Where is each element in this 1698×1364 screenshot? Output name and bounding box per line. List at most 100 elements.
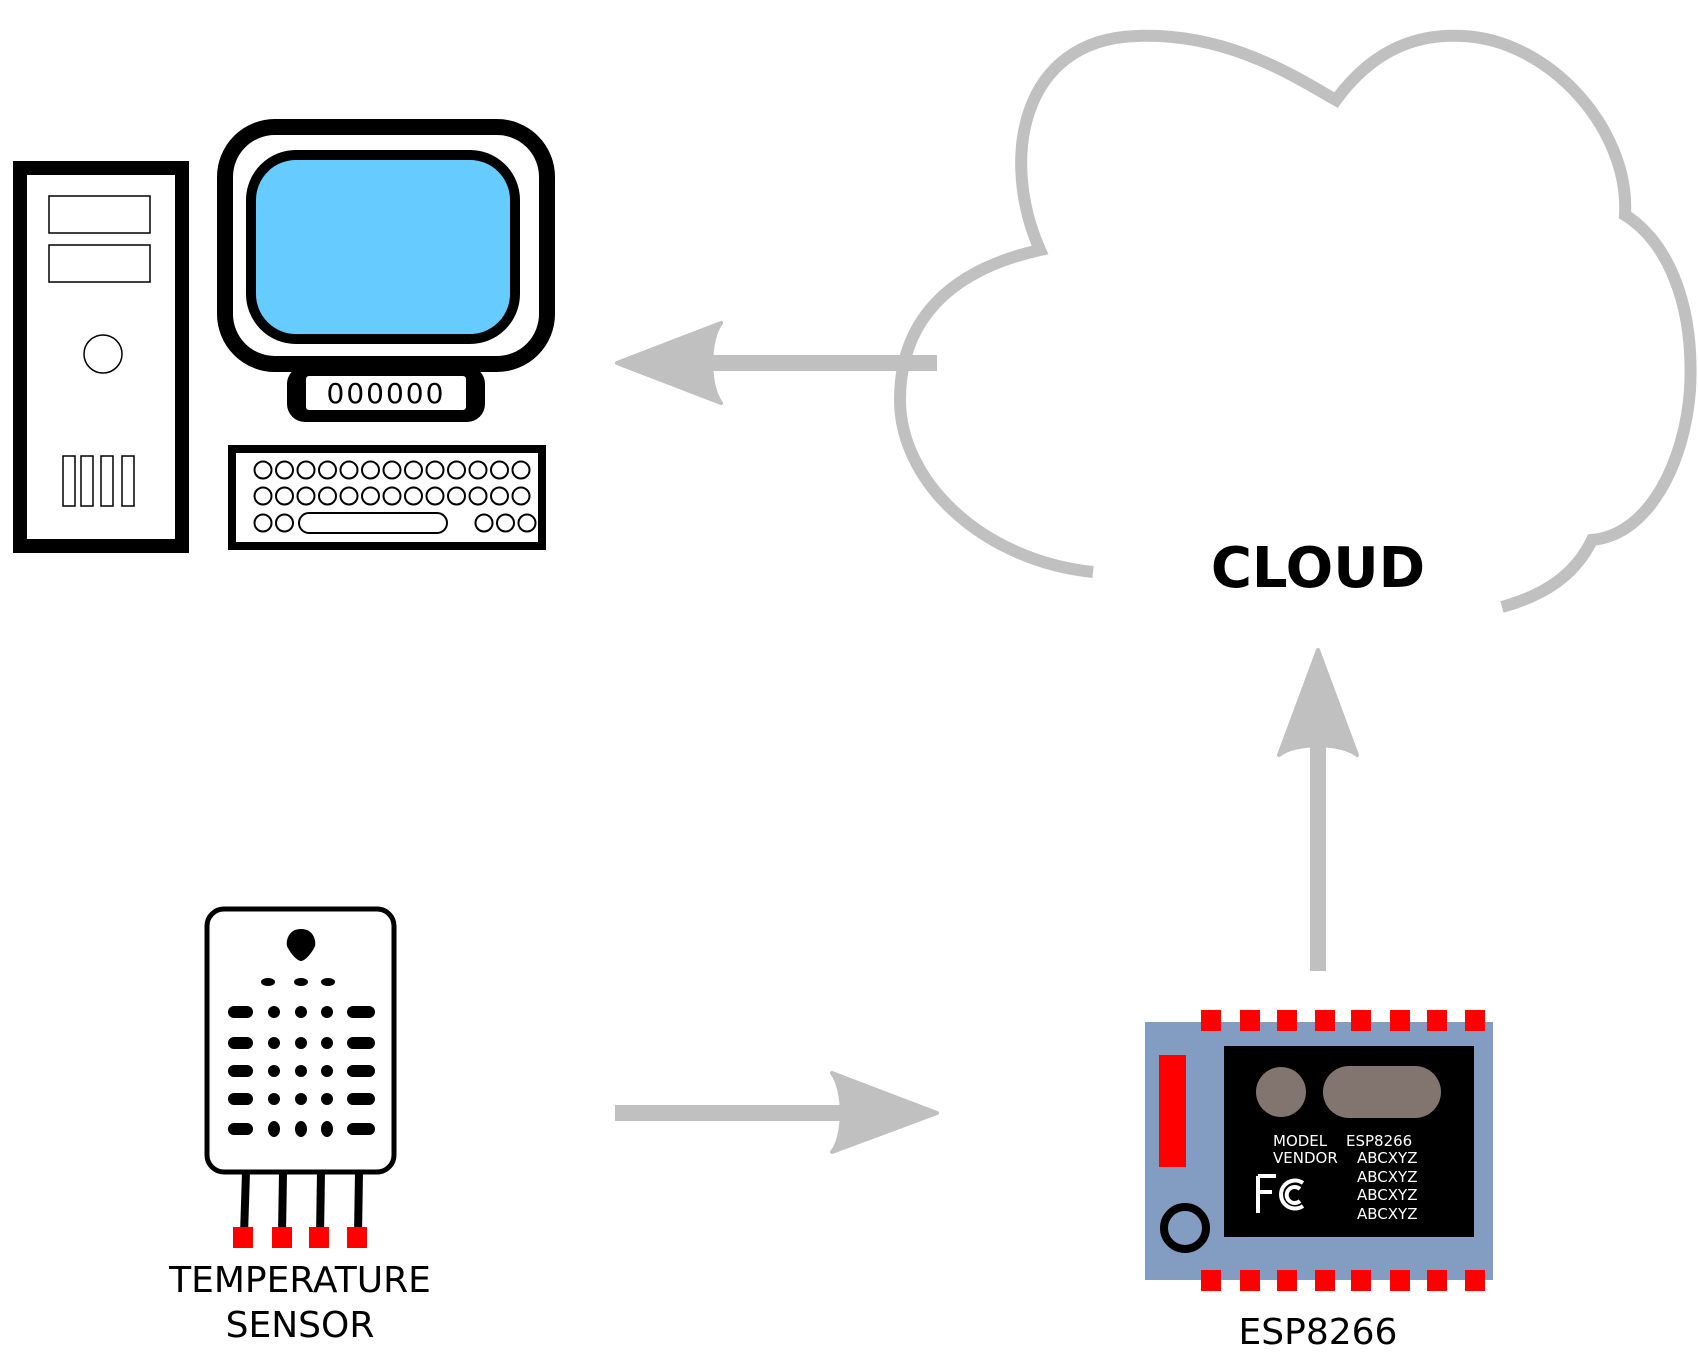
sensor-vent-hole [295, 1121, 307, 1137]
arrowhead-up-icon [1277, 648, 1359, 757]
arrowhead-right-icon [830, 1071, 939, 1154]
sensor-vent-hole [321, 1121, 333, 1137]
esp-pin [1315, 1270, 1335, 1291]
keyboard-key [496, 513, 515, 533]
cloud-label: CLOUD [1211, 536, 1425, 601]
arrowhead-left-icon [615, 321, 723, 405]
sensor-vent-hole [268, 1065, 280, 1077]
esp-pins-bottom [1201, 1270, 1485, 1291]
sensor-vent-hole [295, 1037, 307, 1049]
esp-pin [1427, 1010, 1447, 1031]
keyboard-key [339, 486, 359, 506]
arrow-sensor-to-esp [615, 1071, 939, 1154]
cloud-node: CLOUD [893, 29, 1697, 613]
sensor-label-line2: SENSOR [226, 1305, 375, 1346]
keyboard-key [425, 460, 445, 480]
keyboard-icon [228, 445, 546, 550]
esp-pin [1465, 1010, 1485, 1031]
sensor-vent-slot [228, 1037, 253, 1049]
sensor-vent-slot [347, 1123, 375, 1135]
keyboard-key [447, 460, 466, 480]
chip-vendor-value-2: ABCXYZ [1357, 1168, 1417, 1186]
keyboard-key [425, 486, 445, 506]
sensor-vent-slot [347, 1065, 375, 1077]
arrow-cloud-to-computer [615, 321, 937, 405]
fcc-logo-icon [1256, 1174, 1305, 1213]
keyboard-key [253, 486, 273, 506]
temperature-sensor-node: TEMPERATURE SENSOR [168, 906, 431, 1346]
sensor-vent-slot [228, 1006, 253, 1018]
keyboard-key [474, 513, 494, 533]
sensor-vent-hole [295, 1093, 307, 1105]
keyboard-key [253, 513, 273, 533]
keyboard-key [447, 486, 466, 506]
keyboard-key [361, 486, 380, 506]
sensor-vent-hole [268, 1093, 280, 1105]
esp-pin [1277, 1010, 1297, 1031]
esp-crystal-round-icon [1256, 1067, 1306, 1117]
pc-tower-icon [13, 161, 189, 553]
sensor-vent-slot [347, 1037, 375, 1049]
sensor-vent-hole [321, 1037, 333, 1049]
chip-vendor-value-1: ABCXYZ [1357, 1149, 1417, 1167]
keyboard-key [468, 460, 488, 480]
sensor-vent-hole [295, 1065, 307, 1077]
keyboard-key [275, 486, 294, 506]
keyboard-key [253, 460, 273, 480]
keyboard-key [339, 460, 359, 480]
sensor-vent-hole [268, 1121, 280, 1137]
keyboard-key [511, 486, 531, 506]
keyboard-key [361, 460, 380, 480]
esp-crystal-oval-icon [1323, 1066, 1441, 1118]
sensor-vent-slot [228, 1093, 253, 1105]
monitor-icon: 000000 [217, 119, 555, 422]
keyboard-key [404, 486, 423, 506]
keyboard-key [275, 460, 294, 480]
computer-node: 000000 [13, 119, 555, 553]
sensor-vent-holes [228, 978, 375, 1137]
sensor-vent-hole [268, 1006, 280, 1018]
chip-vendor-value-3: ABCXYZ [1357, 1186, 1417, 1204]
sensor-vent-slot [228, 1123, 253, 1135]
sensor-vent-hole [321, 1006, 333, 1018]
cloud-outline-icon [893, 29, 1697, 613]
esp-pin [1240, 1010, 1260, 1031]
keyboard-key [318, 486, 337, 506]
esp-pin [1427, 1270, 1447, 1291]
esp-pin [1201, 1270, 1221, 1291]
esp8266-node: MODEL ESP8266 VENDOR ABCXYZ ABCXYZ ABCXY… [1145, 1010, 1493, 1353]
keyboard-key [296, 486, 316, 506]
chip-vendor-value-4: ABCXYZ [1357, 1205, 1417, 1223]
keyboard-key [468, 486, 488, 506]
sensor-vent-slot [228, 1065, 253, 1077]
keyboard-key [490, 460, 509, 480]
keyboard-key [490, 486, 509, 506]
esp-pin [1351, 1270, 1371, 1291]
esp-antenna-icon [1159, 1055, 1186, 1167]
keyboard-spacebar [298, 512, 448, 534]
chip-vendor-key: VENDOR [1273, 1149, 1338, 1167]
sensor-vent-hole [321, 978, 335, 986]
esp-pin [1240, 1270, 1260, 1291]
sensor-vent-hole [321, 1065, 333, 1077]
keyboard-key [382, 486, 402, 506]
esp-label: ESP8266 [1239, 1312, 1398, 1353]
sensor-vent-slot [347, 1006, 375, 1018]
keyboard-key [511, 460, 531, 480]
keyboard-key [275, 513, 294, 533]
esp-pin [1465, 1270, 1485, 1291]
arrow-esp-to-cloud [1277, 648, 1359, 971]
keyboard-key [404, 460, 423, 480]
sensor-vent-hole [268, 1037, 280, 1049]
monitor-badge-text: 000000 [327, 377, 446, 410]
esp-pins-top [1201, 1010, 1485, 1031]
sensor-legs [233, 1171, 367, 1248]
keyboard-key [318, 460, 337, 480]
keyboard-key [296, 460, 316, 480]
esp-pin [1390, 1270, 1410, 1291]
chip-model-key: MODEL [1273, 1132, 1328, 1150]
esp-pin [1277, 1270, 1297, 1291]
esp-pin [1390, 1010, 1410, 1031]
sensor-vent-hole [295, 1006, 307, 1018]
sensor-dome-icon [286, 929, 316, 961]
